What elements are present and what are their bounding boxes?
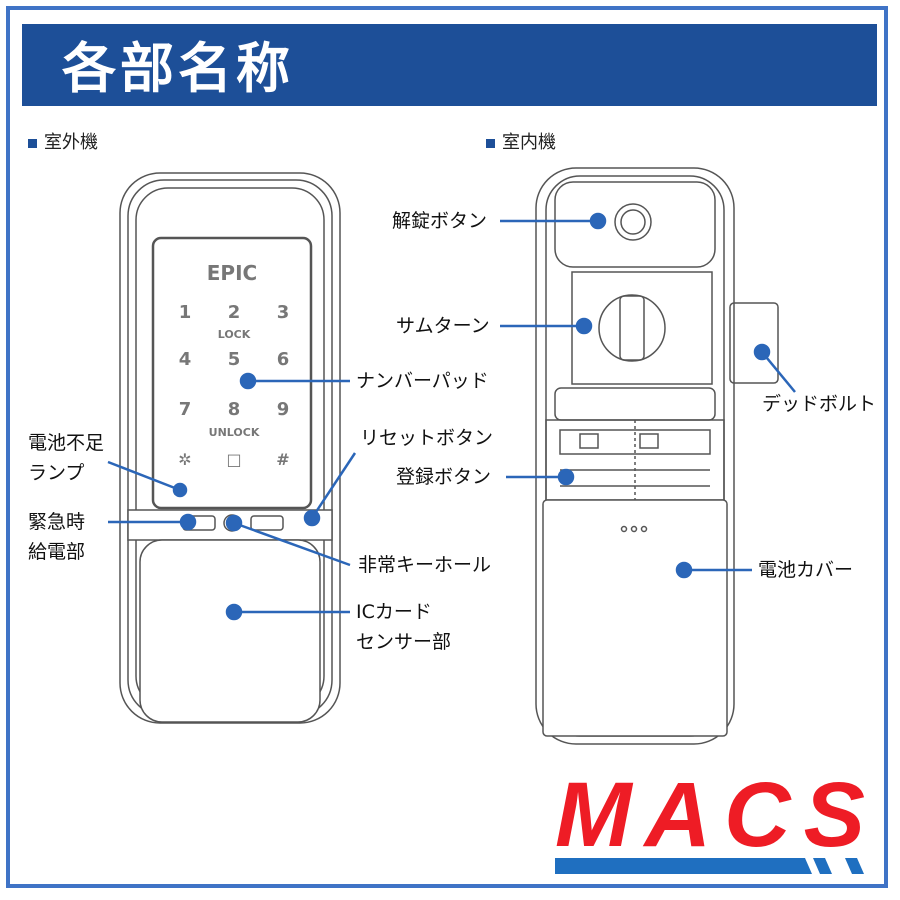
reset-dot (303, 509, 321, 527)
label-emergency-1: 緊急時 (28, 511, 86, 533)
section-indoor: 室内機 (486, 128, 556, 154)
label-numberpad: ナンバーパッド (356, 370, 489, 392)
section-outdoor-label: 室外機 (44, 132, 98, 153)
key-7: 7 (179, 399, 192, 420)
key-9: 9 (277, 399, 290, 420)
lock-label: LOCK (218, 328, 251, 341)
label-thumbturn: サムターン (396, 315, 490, 337)
key-3: 3 (277, 302, 290, 323)
label-register: 登録ボタン (396, 466, 492, 488)
brand-logo: EPIC (207, 261, 257, 285)
square-bullet-icon (28, 138, 37, 148)
deadbolt-dot (753, 343, 771, 361)
label-battery-low: 電池不足ランプ (28, 428, 104, 488)
logo-stripe-dash (845, 858, 864, 874)
key-6: 6 (277, 349, 290, 370)
page-title: 各部名称 (62, 37, 294, 100)
unlock-button-dot (589, 212, 607, 230)
logo-stripe (555, 858, 812, 874)
key-hash: # (276, 450, 289, 469)
outdoor-unit-drawing (119, 172, 341, 724)
label-battery-low-1: 電池不足 (28, 432, 105, 454)
label-keyhole: 非常キーホール (358, 554, 492, 576)
section-indoor-label: 室内機 (502, 132, 556, 153)
title-bar (22, 24, 877, 106)
keypad: EPIC 1 2 3 LOCK 4 5 6 7 8 9 UNLOCK ✲ □ # (178, 261, 289, 469)
label-unlock-button: 解錠ボタン (392, 210, 488, 232)
macs-logo: MACS (555, 764, 865, 874)
battery-lamp-dot (172, 482, 188, 498)
keyhole-dot (225, 514, 243, 532)
section-outdoor: 室外機 (28, 128, 98, 154)
key-star: ✲ (178, 450, 191, 469)
key-2: 2 (228, 302, 241, 323)
label-reset: リセットボタン (360, 427, 494, 449)
key-zero: □ (226, 450, 241, 469)
logo-stripe-dash (813, 858, 832, 874)
label-ic-2: センサー部 (356, 631, 452, 653)
key-8: 8 (228, 399, 241, 420)
unlock-label: UNLOCK (209, 426, 260, 439)
register-button-dot (557, 468, 575, 486)
emergency-power-dot (179, 513, 197, 531)
label-battery-cover: 電池カバー (758, 559, 854, 581)
battery-cover-dot (675, 561, 693, 579)
label-ic-1: ICカード (356, 601, 432, 623)
ic-sensor-dot (225, 603, 243, 621)
numberpad-dot (239, 372, 257, 390)
label-emergency-2: 給電部 (28, 541, 86, 563)
label-emergency-power: 緊急時給電部 (28, 507, 85, 567)
pointer-lines (107, 212, 796, 621)
thumbturn-dot (575, 317, 593, 335)
key-4: 4 (179, 349, 192, 370)
label-ic-sensor: ICカードセンサー部 (356, 597, 451, 657)
key-5: 5 (228, 349, 241, 370)
key-1: 1 (179, 302, 192, 323)
label-deadbolt: デッドボルト (762, 393, 877, 415)
square-bullet-icon (486, 138, 495, 148)
macs-logo-text: MACS (555, 764, 865, 866)
indoor-unit-drawing (535, 167, 779, 745)
label-battery-low-2: ランプ (28, 462, 85, 484)
frame-border (6, 6, 888, 888)
